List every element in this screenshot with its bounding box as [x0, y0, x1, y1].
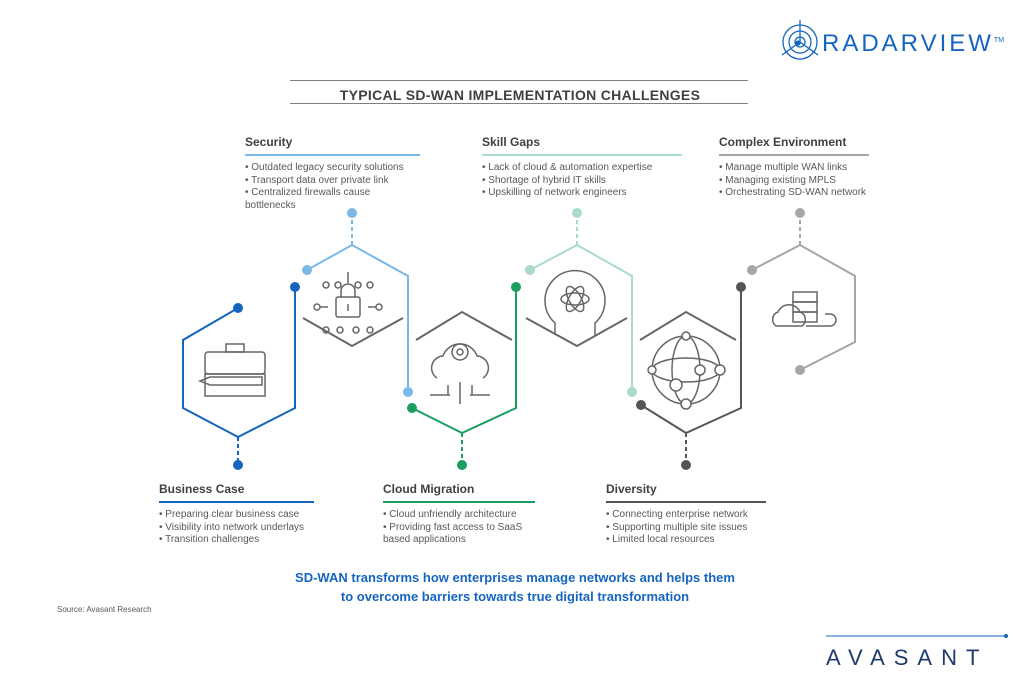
list-item: Lack of cloud & automation expertise — [482, 162, 682, 175]
list-item: Manage multiple WAN links — [719, 162, 869, 175]
chevron-down-security — [302, 317, 404, 348]
page-title: TYPICAL SD-WAN IMPLEMENTATION CHALLENGES — [339, 87, 701, 103]
list-item: Preparing clear business case — [159, 509, 314, 522]
challenge-skill-gaps: Skill Gaps Lack of cloud & automation ex… — [482, 135, 682, 200]
list-item: Providing fast access to SaaS based appl… — [383, 522, 535, 547]
chevron-up-diversity — [639, 310, 737, 341]
tagline: SD-WAN transforms how enterprises manage… — [150, 568, 880, 606]
list-item: Shortage of hybrid IT skills — [482, 175, 682, 188]
challenge-cloud-migration: Cloud Migration Cloud unfriendly archite… — [383, 482, 535, 547]
title-top-rule — [290, 80, 748, 81]
cloud-server-icon — [772, 291, 837, 327]
list-item: Supporting multiple site issues — [606, 522, 766, 535]
challenge-title: Diversity — [606, 482, 766, 503]
challenge-business-case: Business Case Preparing clear business c… — [159, 482, 314, 547]
globe-network-icon — [647, 331, 726, 410]
title-bottom-rule — [290, 103, 748, 104]
list-item: Transport data over private link — [245, 175, 420, 188]
hex-skill-gaps — [525, 208, 637, 397]
hex-diversity — [636, 282, 746, 470]
head-atom-icon — [544, 269, 606, 335]
list-item: Orchestrating SD-WAN network — [719, 187, 869, 200]
list-item: Managing existing MPLS — [719, 175, 869, 188]
circuit-lock-icon — [313, 272, 383, 334]
challenge-title: Cloud Migration — [383, 482, 535, 503]
list-item: Centralized firewalls cause bottlenecks — [245, 187, 420, 212]
challenge-title: Complex Environment — [719, 135, 869, 156]
challenge-diversity: Diversity Connecting enterprise networkS… — [606, 482, 766, 547]
hex-security — [302, 208, 413, 397]
list-item: Cloud unfriendly architecture — [383, 509, 535, 522]
hex-complex-environment — [747, 208, 856, 375]
challenge-title: Skill Gaps — [482, 135, 682, 156]
avasant-logo: AVASANT — [826, 645, 989, 670]
chevron-up-cloud — [415, 310, 513, 341]
radar-logo-icon — [781, 20, 819, 60]
list-item: Upskilling of network engineers — [482, 187, 682, 200]
challenge-security: Security Outdated legacy security soluti… — [245, 135, 420, 212]
list-item: Transition challenges — [159, 534, 314, 547]
challenge-title: Security — [245, 135, 420, 156]
hex-business-case — [182, 282, 300, 470]
briefcase-icon — [197, 343, 266, 397]
tagline-line-1: SD-WAN transforms how enterprises manage… — [295, 570, 735, 585]
list-item: Limited local resources — [606, 534, 766, 547]
list-item: Outdated legacy security solutions — [245, 162, 420, 175]
cloud-gear-icon — [430, 343, 490, 404]
list-item: Connecting enterprise network — [606, 509, 766, 522]
chevron-down-skill — [525, 317, 628, 348]
challenge-complex-environment: Complex Environment Manage multiple WAN … — [719, 135, 869, 200]
hex-cloud-migration — [407, 282, 521, 470]
source-note: Source: Avasant Research — [57, 605, 152, 614]
radarview-logo: RADARVIEWTM — [822, 30, 1005, 57]
challenge-title: Business Case — [159, 482, 314, 503]
list-item: Visibility into network underlays — [159, 522, 314, 535]
tagline-line-2: to overcome barriers towards true digita… — [340, 589, 690, 604]
